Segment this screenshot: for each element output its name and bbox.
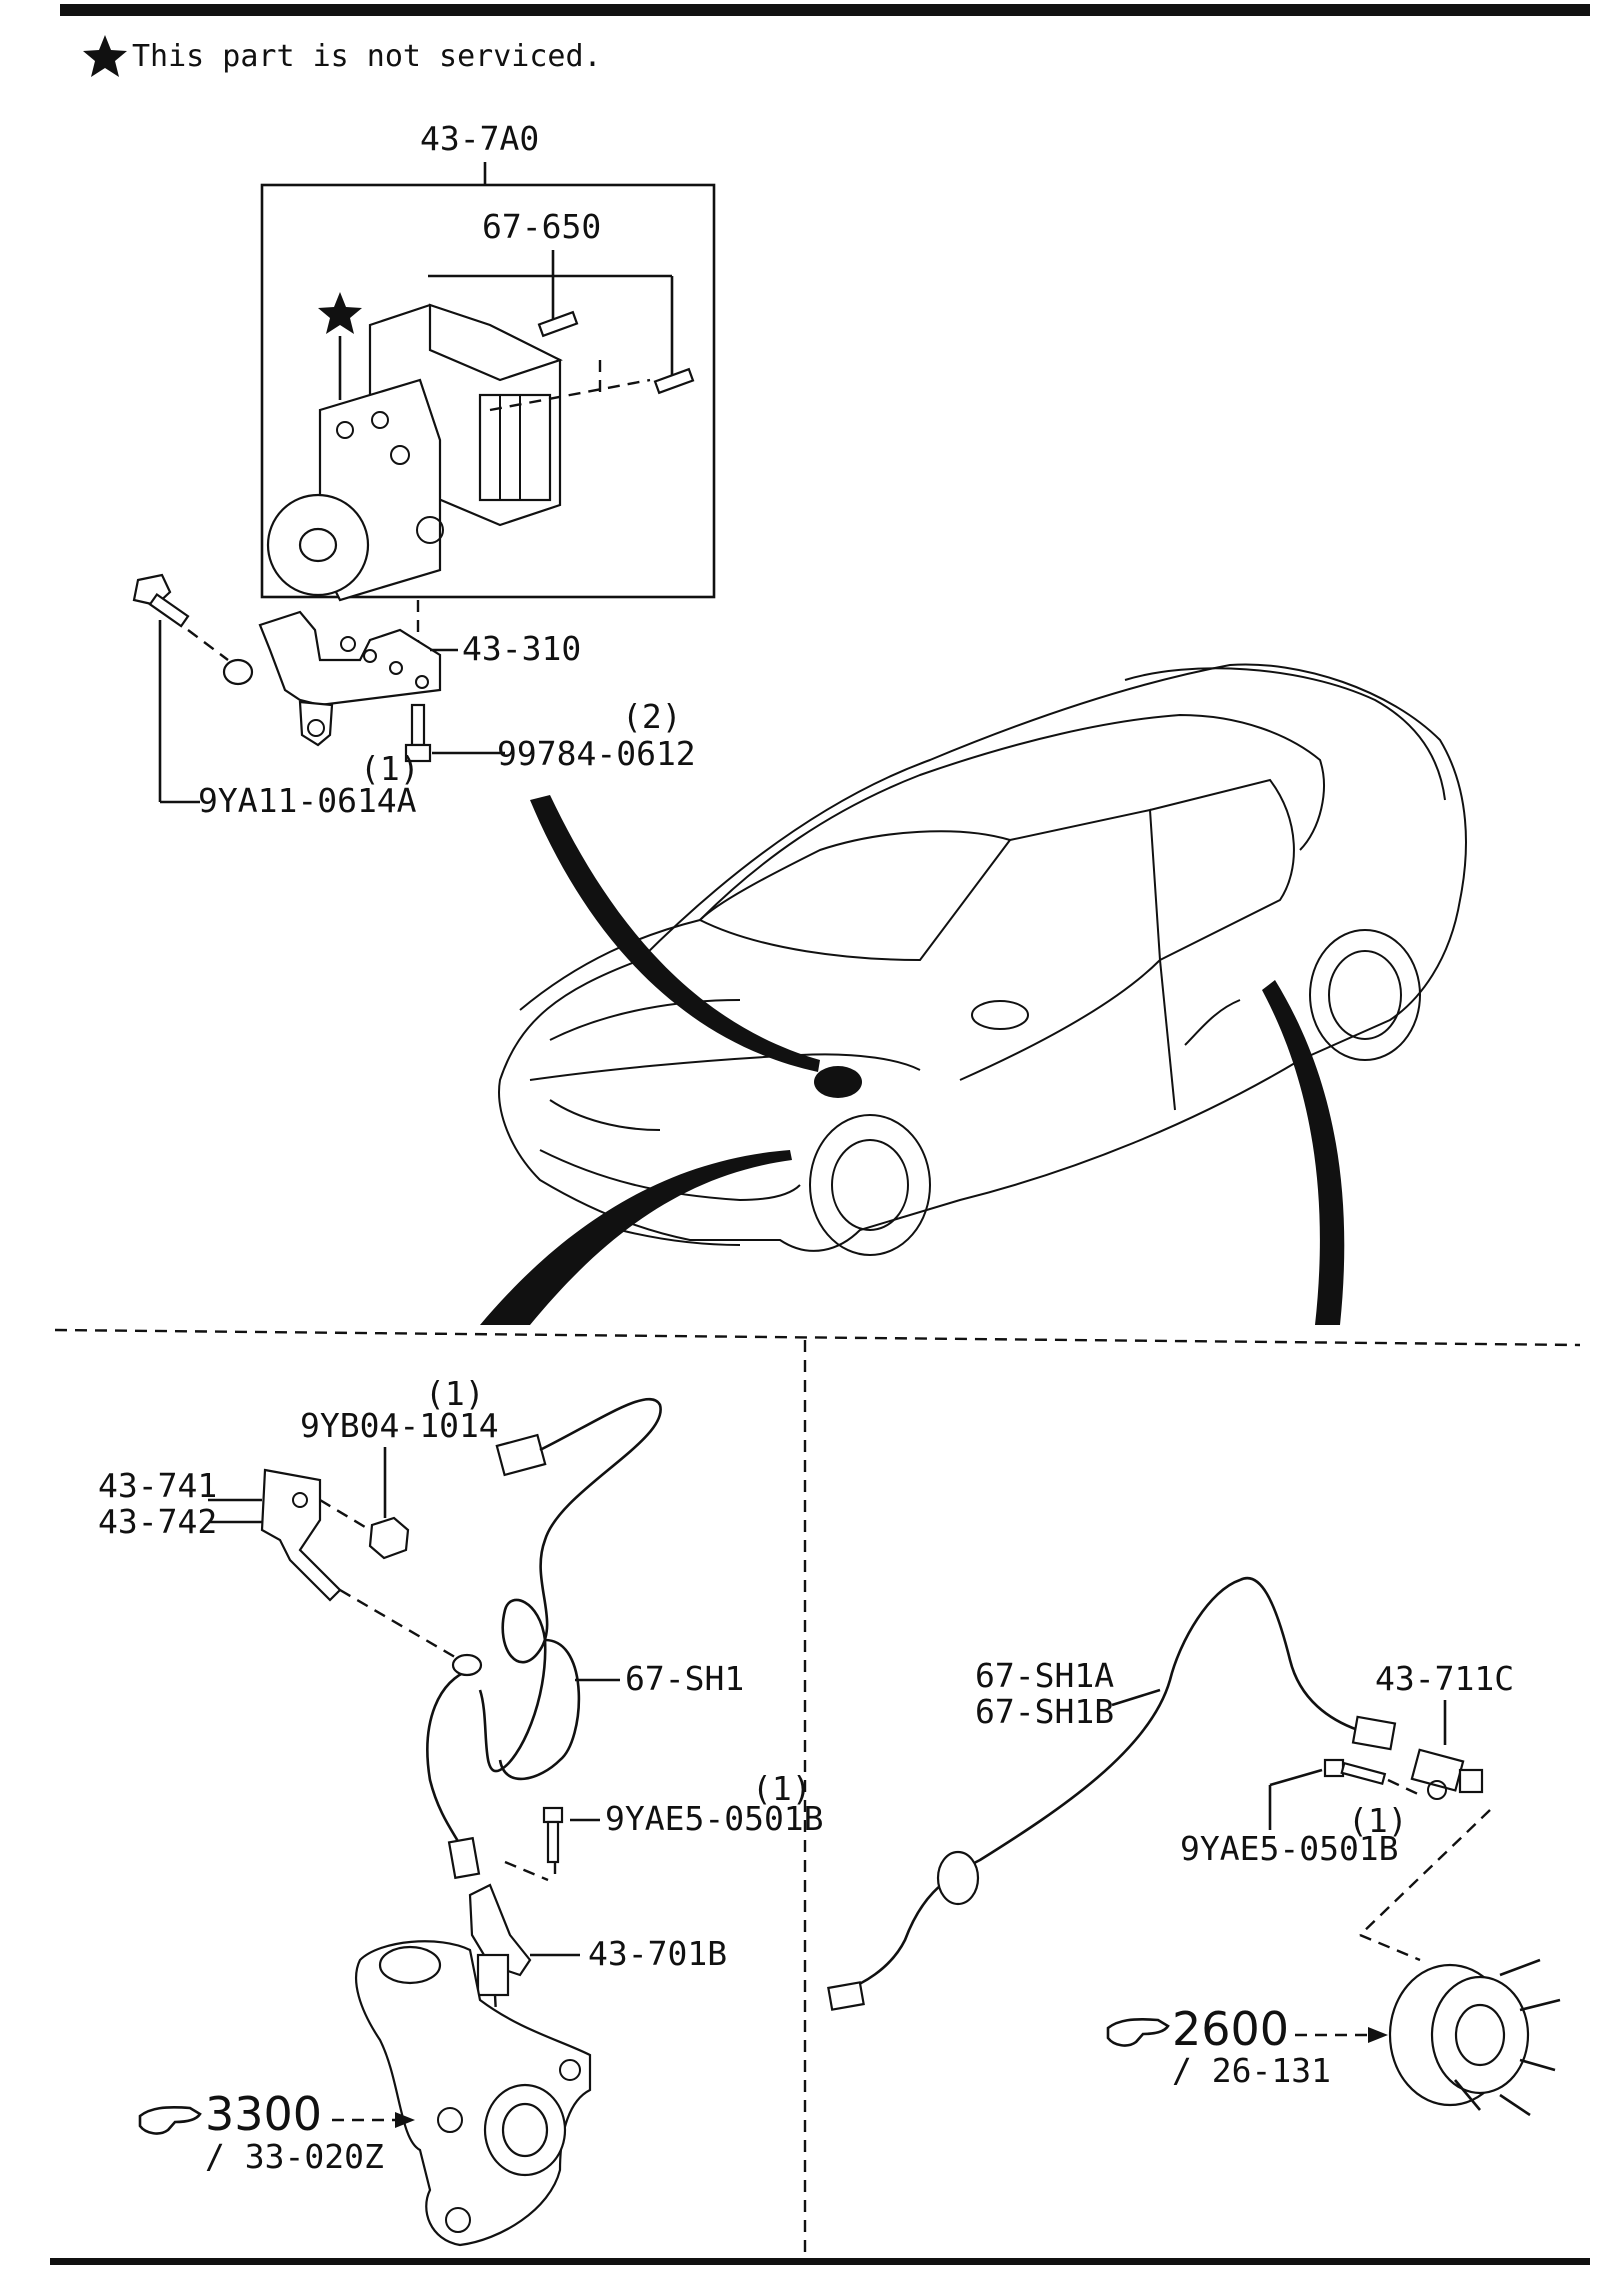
callout-front-sensor-bolt-qty: (1): [752, 1769, 812, 1808]
callout-front-nut: 9YB04-1014: [300, 1406, 499, 1445]
star-icon: [318, 292, 362, 334]
callout-front-bracket-2: 43-742: [98, 1502, 217, 1541]
callout-rear-harness-2: 67-SH1B: [975, 1692, 1114, 1731]
rear-harness-icon: [827, 1576, 1397, 2011]
callout-stud-bolts: 67-650: [482, 207, 601, 246]
note-text: This part is not serviced.: [132, 39, 602, 74]
stud-bolt-icon: [537, 310, 695, 395]
front-harness-icon: [426, 1397, 662, 1880]
callout-front-sensor-bolt: 9YAE5-0501B: [605, 1799, 824, 1838]
callout-front-bracket-1: 43-741: [98, 1466, 217, 1505]
callout-front-harness: 67-SH1: [625, 1659, 744, 1698]
callout-front-sensor: 43-701B: [588, 1934, 727, 1973]
callout-hcu-assembly: 43-7A0: [420, 119, 539, 158]
callout-bracket: 43-310: [462, 629, 581, 668]
callout-bracket-bolt: 99784-0612: [497, 734, 696, 773]
rear-sensor-group: 67-SH1A 67-SH1B 43-711C (1) 9YAE5-0501B: [827, 1576, 1561, 2117]
callout-knuckle-ref: 3300: [205, 2087, 322, 2141]
nut-icon: [368, 1516, 410, 1560]
front-sensor-group: (1) 9YB04-1014 43-741 43-742 67-SH1: [98, 1374, 824, 2247]
callout-hub-ref-page: / 26-131: [1172, 2051, 1331, 2090]
callout-rear-sensor-bolt: 9YAE5-0501B: [1180, 1829, 1399, 1868]
pointer-hcu: [530, 795, 820, 1072]
pointer-rear-sensor: [1262, 980, 1345, 1325]
callout-hub-ref: 2600: [1172, 2002, 1289, 2056]
callout-rear-sensor-bolt-qty: (1): [1348, 1801, 1408, 1840]
bracket-icon: [222, 610, 442, 747]
rear-wheel-speed-sensor-icon: [1410, 1748, 1484, 1800]
callout-rear-sensor: 43-711C: [1375, 1659, 1514, 1698]
callout-front-nut-qty: (1): [425, 1374, 485, 1413]
sensor-bracket-icon: [260, 1468, 342, 1602]
callout-bracket-bolt-qty: (2): [622, 697, 682, 736]
callout-rear-harness-1: 67-SH1A: [975, 1656, 1114, 1695]
bottom-rule: [50, 2258, 1590, 2265]
pointing-hand-icon: [1106, 2017, 1170, 2047]
hcu-frame: [260, 183, 716, 599]
vehicle-illustration: [498, 663, 1467, 1256]
hcu-unit-icon: [266, 303, 563, 602]
pointing-hand-icon: [138, 2105, 202, 2135]
callout-knuckle-ref-page: / 33-020Z: [205, 2137, 384, 2176]
front-wheel-speed-sensor-icon: [468, 1883, 532, 1997]
steering-knuckle-icon: [355, 1940, 592, 2247]
bracket-bolt-icon: [404, 703, 432, 763]
wheel-hub-icon: [1388, 1958, 1561, 2117]
rear-sensor-bolt-icon: [1323, 1758, 1387, 1786]
front-sensor-bolt-icon: [542, 1806, 564, 1864]
mount-bolt-icon: [132, 573, 190, 628]
callout-mount-bolt-qty: (1): [360, 749, 420, 788]
hcu-group: 43-7A0 67-650: [132, 119, 716, 820]
section-divider-horizontal: [54, 1328, 1581, 1347]
top-rule: [60, 4, 1590, 16]
callout-mount-bolt: 9YA11-0614A: [198, 781, 417, 820]
pointer-front-sensor: [480, 1150, 792, 1325]
star-icon: [83, 35, 127, 77]
not-serviced-note: This part is not serviced.: [83, 35, 602, 77]
